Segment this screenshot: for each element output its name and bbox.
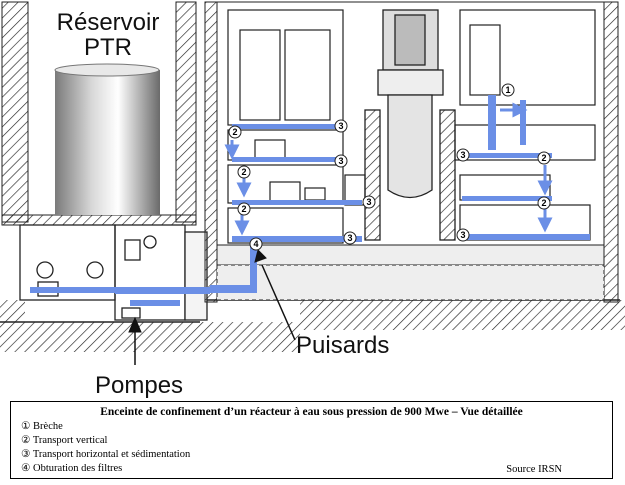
reactor-vessel: [364, 9, 456, 241]
svg-text:2: 2: [541, 153, 546, 163]
svg-text:2: 2: [241, 204, 246, 214]
pompes-label: Pompes: [95, 372, 184, 399]
svg-text:3: 3: [366, 197, 371, 207]
svg-text:3: 3: [347, 233, 352, 243]
marker-horizontal-4: 3: [343, 231, 357, 245]
marker-vertical-2: 2: [237, 165, 251, 179]
svg-text:3: 3: [338, 121, 343, 131]
legend-item-transport-horizontal: ③ Transport horizontal et sédimentation: [21, 449, 191, 460]
svg-text:2: 2: [232, 127, 237, 137]
pump-pointer: [128, 316, 142, 365]
caption-title: Enceinte de confinement d’un réacteur à …: [100, 406, 523, 418]
reservoir-ptr-label: Réservoir PTR: [38, 10, 178, 60]
svg-text:2: 2: [241, 167, 246, 177]
svg-text:3: 3: [338, 156, 343, 166]
marker-horizontal-5: 3: [456, 148, 470, 162]
svg-text:3: 3: [460, 150, 465, 160]
step-markers: 1 2 2 2 2 2 3 3 3 3 3 3 4: [228, 83, 551, 251]
svg-text:2: 2: [541, 198, 546, 208]
marker-vertical-4: 2: [537, 151, 551, 165]
legend-item-obturation: ④ Obturation des filtres: [21, 463, 123, 474]
marker-horizontal-1: 3: [334, 119, 348, 133]
ptr-tank: [55, 70, 160, 215]
reservoir-label-line2: PTR: [84, 34, 132, 61]
puisards-label: Puisards: [296, 332, 390, 359]
reservoir-label-line1: Réservoir: [56, 9, 160, 36]
caption-box: Enceinte de confinement d’un réacteur à …: [10, 401, 613, 479]
svg-text:3: 3: [460, 230, 465, 240]
ground-hatching: [0, 299, 625, 352]
marker-horizontal-3: 3: [362, 195, 376, 209]
marker-horizontal-6: 3: [456, 228, 470, 242]
marker-breach: 1: [501, 83, 515, 97]
legend-item-transport-vertical: ② Transport vertical: [21, 435, 108, 446]
pump-rooms: [19, 224, 208, 321]
caption-source: Source IRSN: [506, 464, 562, 475]
svg-text:4: 4: [253, 239, 258, 249]
water-paths: [30, 95, 590, 306]
marker-vertical-1: 2: [228, 125, 242, 139]
reservoir-building: [1, 1, 197, 226]
svg-text:1: 1: [505, 85, 510, 95]
marker-vertical-3: 2: [237, 202, 251, 216]
marker-horizontal-2: 3: [334, 154, 348, 168]
legend-item-breche: ① Brèche: [21, 421, 63, 432]
marker-filters: 4: [249, 237, 263, 251]
reactor-containment-diagram: 1 2 2 2 2 2 3 3 3 3 3 3 4: [0, 1, 625, 365]
sump-pointer: [254, 249, 296, 341]
marker-vertical-5: 2: [537, 196, 551, 210]
